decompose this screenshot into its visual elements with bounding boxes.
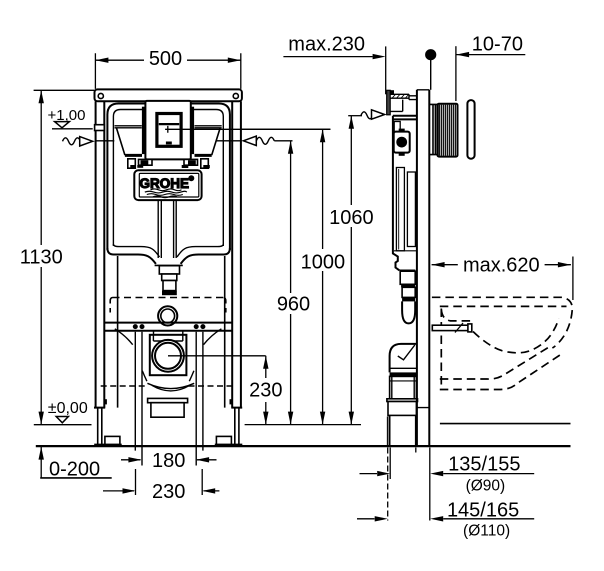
svg-text:180: 180: [152, 450, 185, 472]
svg-text:230: 230: [152, 481, 185, 503]
svg-text:960: 960: [277, 294, 310, 316]
svg-text:+1,00: +1,00: [48, 107, 86, 124]
svg-text:230: 230: [249, 379, 282, 401]
svg-text:0-200: 0-200: [49, 458, 100, 480]
svg-text:145/165: 145/165: [447, 500, 519, 522]
svg-text:(Ø110): (Ø110): [463, 523, 510, 540]
svg-text:1130: 1130: [20, 246, 63, 268]
svg-text:max.620: max.620: [463, 255, 540, 277]
svg-text:500: 500: [149, 48, 182, 70]
svg-text:1060: 1060: [329, 207, 374, 229]
svg-text:135/155: 135/155: [448, 454, 520, 476]
svg-text:max.230: max.230: [288, 34, 365, 56]
svg-text:GROHE: GROHE: [140, 176, 190, 191]
svg-text:1000: 1000: [301, 251, 346, 273]
svg-text:10-70: 10-70: [472, 33, 523, 55]
svg-text:±0,00: ±0,00: [48, 400, 88, 417]
svg-text:(Ø90): (Ø90): [466, 477, 506, 494]
